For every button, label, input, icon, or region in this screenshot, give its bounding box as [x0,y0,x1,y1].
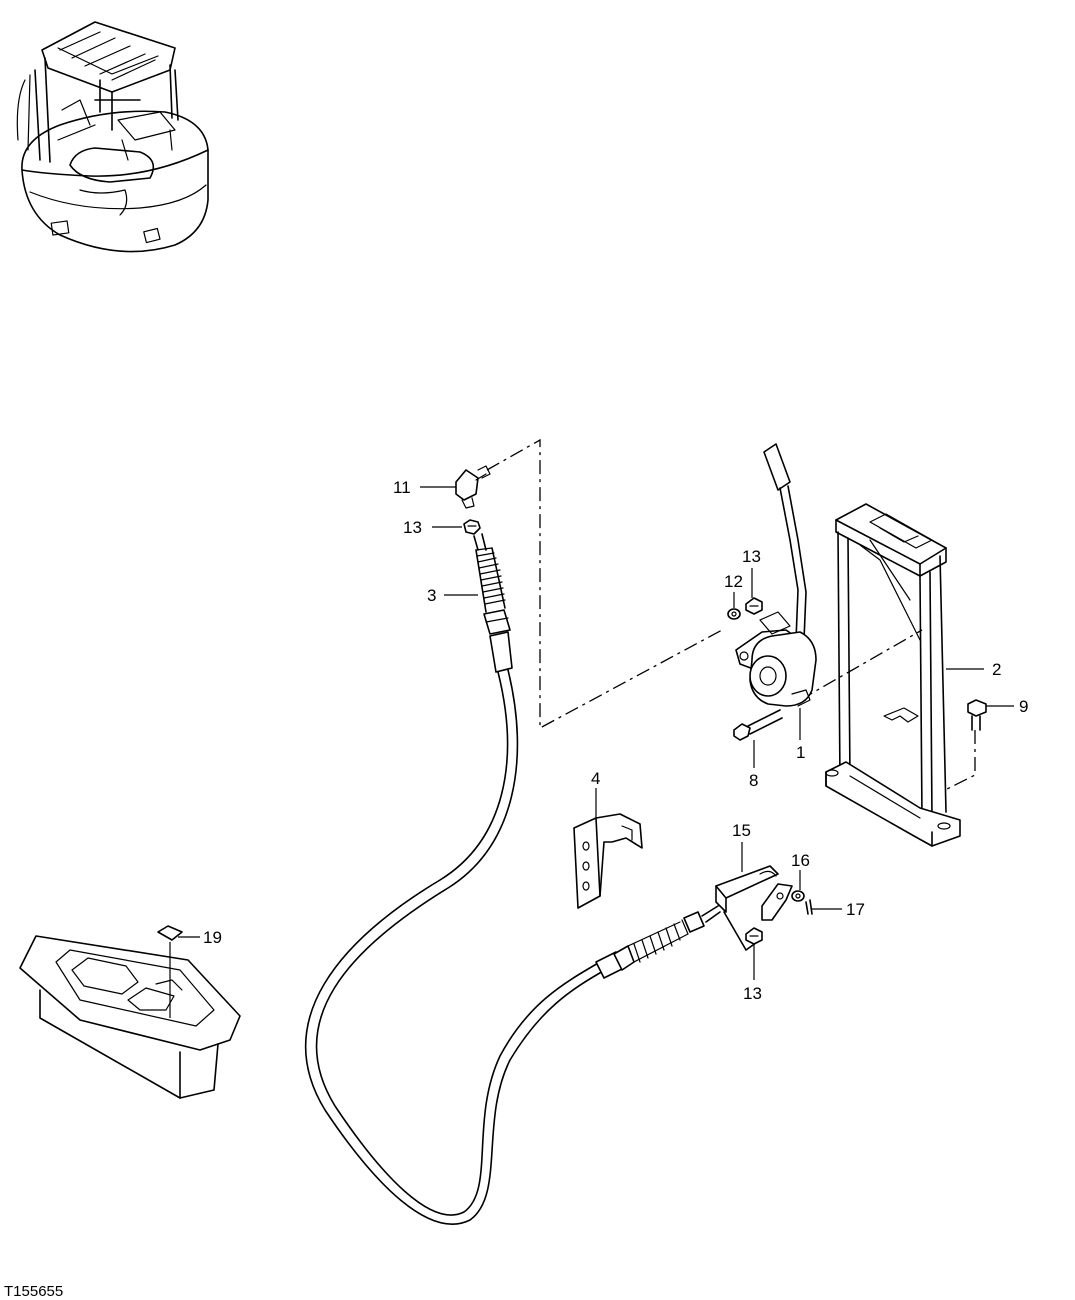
callout-13-lower: 13 [743,984,762,1003]
part-9-bolt [967,699,987,731]
callout-labels: 11 13 3 13 12 2 9 1 8 4 15 16 17 13 19 [203,478,1028,1003]
callout-15: 15 [732,821,751,840]
callout-4: 4 [591,769,600,788]
callout-11: 11 [393,478,411,497]
part-16-washer [791,890,805,902]
part-4-bracket [573,813,643,909]
part-3-control-cable [305,533,721,1225]
figure-id: T155655 [4,1283,63,1300]
part-11-cable-end [455,465,491,509]
assembly-line [486,438,723,730]
machine-overview-illustration [16,21,209,253]
callout-19: 19 [203,928,222,947]
callout-9: 9 [1019,697,1028,716]
part-19-panel [19,925,241,1099]
callout-13-upper: 13 [403,518,422,537]
part-2-stand [825,503,961,847]
part-8-bolt [733,709,783,741]
part-17-pin [805,899,813,915]
callout-3: 3 [427,586,436,605]
part-13-nut-mid [745,597,763,615]
leader-lines [169,486,1014,1018]
part-15-cable-bracket [715,865,793,951]
part-1-control-lever [735,443,817,707]
part-13-nut-upper [463,519,481,535]
callout-13-mid: 13 [742,547,761,566]
part-13-nut-lower [745,927,763,945]
callout-16: 16 [791,851,810,870]
callout-2: 2 [992,660,1001,679]
callout-17: 17 [846,900,865,919]
part-12-washer [727,608,741,620]
callout-12: 12 [724,572,743,591]
callout-8: 8 [749,771,758,790]
callout-1: 1 [796,743,805,762]
